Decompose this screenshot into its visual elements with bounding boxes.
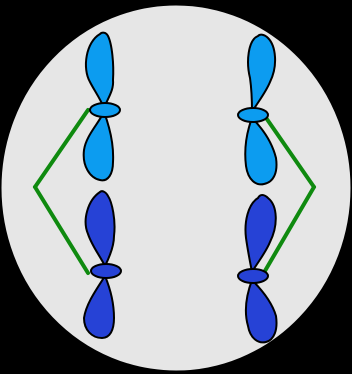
centromere (90, 103, 120, 117)
centromere (238, 269, 268, 283)
centromere (238, 108, 268, 122)
centromere (91, 264, 121, 278)
cell-membrane (0, 4, 352, 372)
